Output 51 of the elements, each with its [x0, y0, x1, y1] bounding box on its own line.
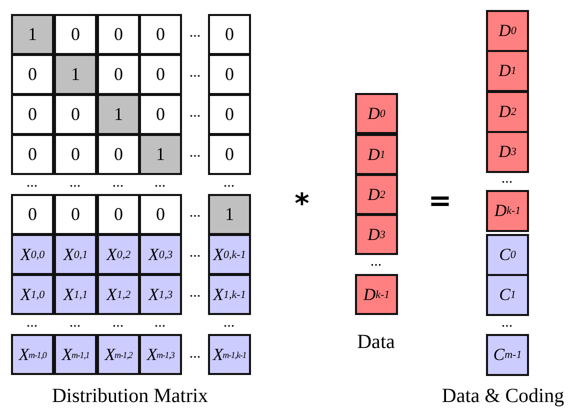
- ellipsis: ...: [189, 246, 201, 260]
- ellipsis: ...: [154, 176, 166, 190]
- matrix-cell: 0: [139, 194, 182, 235]
- caption: Distribution Matrix: [52, 386, 208, 406]
- operator-sign: =: [428, 187, 452, 215]
- matrix-cell: 0: [97, 14, 140, 55]
- matrix-cell: 1: [139, 134, 182, 175]
- ellipsis: ...: [370, 254, 382, 270]
- matrix-cell: 0: [208, 14, 251, 55]
- caption: Data & Coding: [442, 386, 564, 406]
- ellipsis: ...: [112, 176, 124, 190]
- ellipsis: ...: [223, 176, 235, 190]
- ellipsis: ...: [189, 26, 201, 40]
- matrix-cell: 0: [54, 194, 97, 235]
- matrix-cell: 0: [139, 54, 182, 95]
- ellipsis: ...: [501, 316, 513, 330]
- matrix-cell: 0: [97, 194, 140, 235]
- matrix-cell: 0: [54, 134, 97, 175]
- matrix-cell: 0: [208, 134, 251, 175]
- matrix-cell: 0: [97, 134, 140, 175]
- ellipsis: ...: [189, 286, 201, 300]
- matrix-cell: 0: [208, 54, 251, 95]
- ellipsis: ...: [26, 316, 38, 330]
- matrix-cell: 0: [208, 94, 251, 135]
- operator-sign: *: [294, 190, 310, 218]
- matrix-cell: 0: [11, 54, 54, 95]
- ellipsis: ...: [189, 106, 201, 120]
- ellipsis: ...: [154, 316, 166, 330]
- ellipsis: ...: [112, 316, 124, 330]
- ellipsis: ...: [26, 176, 38, 190]
- ellipsis: ...: [501, 172, 513, 186]
- ellipsis: ...: [189, 146, 201, 160]
- matrix-cell: 0: [11, 94, 54, 135]
- matrix-cell: 0: [54, 94, 97, 135]
- matrix-cell: 1: [54, 54, 97, 95]
- matrix-cell: 0: [97, 54, 140, 95]
- matrix-cell: 1: [208, 194, 251, 235]
- matrix-cell: 1: [11, 14, 54, 55]
- ellipsis: ...: [223, 316, 235, 330]
- matrix-cell: 0: [11, 194, 54, 235]
- matrix-cell: 0: [54, 14, 97, 55]
- matrix-cell: 1: [97, 94, 140, 135]
- ellipsis: ...: [189, 206, 201, 220]
- ellipsis: ...: [69, 176, 81, 190]
- caption: Data: [357, 332, 395, 352]
- ellipsis: ...: [189, 346, 201, 362]
- matrix-cell: 0: [139, 14, 182, 55]
- matrix-cell: 0: [11, 134, 54, 175]
- ellipsis: ...: [69, 316, 81, 330]
- matrix-cell: 0: [139, 94, 182, 135]
- ellipsis: ...: [189, 66, 201, 80]
